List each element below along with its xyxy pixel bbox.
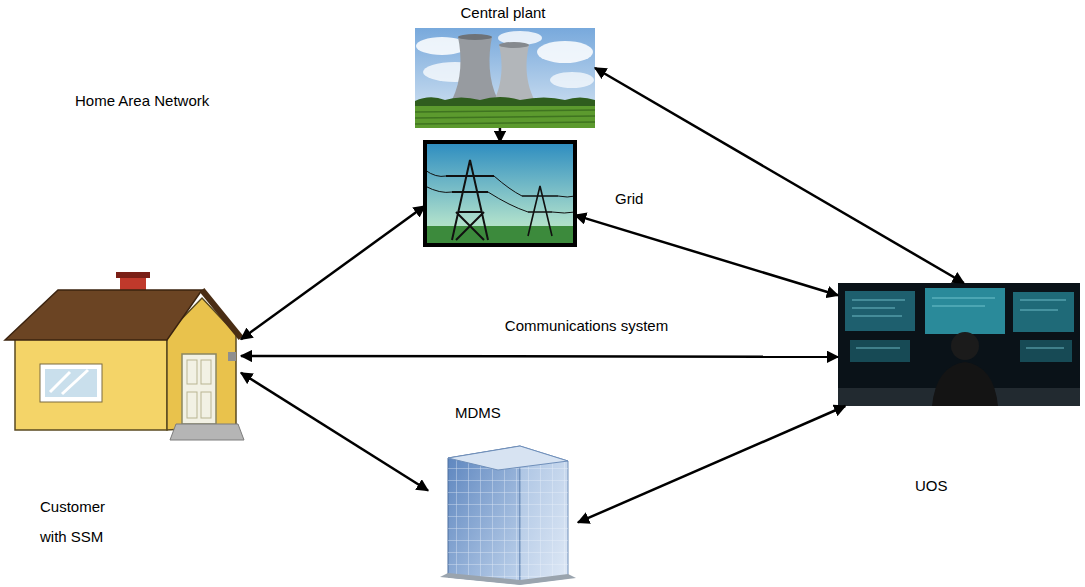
power-plant-picture-part: [415, 28, 595, 128]
house-picture: [5, 272, 244, 440]
power-plant-picture-part: [494, 45, 535, 101]
house-picture-part: [182, 354, 216, 424]
power-plant-picture: [415, 28, 595, 128]
house-picture-part: [170, 424, 244, 440]
power-plant-picture-part: [458, 34, 492, 40]
house-picture-part: [45, 369, 97, 397]
house-picture-part: [15, 334, 167, 430]
house-picture-part: [50, 370, 88, 394]
house-picture-part: [5, 290, 202, 340]
power-plant-picture-part: [550, 72, 594, 88]
operations-room-picture: [838, 283, 1080, 406]
operations-room-picture-part: [932, 362, 998, 406]
house-picture-part: [116, 272, 150, 278]
grid-picture-part: [522, 186, 558, 236]
customer-node: Customer with SSM: [5, 272, 241, 440]
connector-arrow: [578, 406, 845, 522]
connector-arrow: [241, 206, 425, 339]
connector-arrow: [241, 355, 838, 358]
annotation-label: Home Area Network: [75, 92, 209, 110]
arrowhead-def: [241, 68, 964, 522]
grid-picture: [425, 142, 575, 245]
power-plant-node: Central plant: [415, 28, 595, 128]
operations-room-picture-part: [1013, 292, 1074, 332]
mdms-node: MDMS: [428, 446, 578, 585]
grid-picture-part: [446, 160, 494, 240]
power-plant-picture-part: [499, 42, 529, 48]
connector-arrow: [575, 215, 838, 295]
house-picture-part: [187, 392, 197, 418]
power-plant-picture-part: [415, 106, 595, 128]
operations-room-picture-part: [845, 291, 915, 331]
house-picture-part: [202, 290, 241, 338]
operations-room-picture-part: [925, 288, 1005, 334]
grid-picture-part: [425, 170, 575, 213]
uos-node: UOS: [838, 283, 1080, 406]
house-picture-part: [187, 360, 197, 384]
house-picture-part: [40, 364, 102, 402]
grid-picture-part: [425, 142, 575, 245]
power-plant-picture-part: [452, 37, 498, 100]
building-picture: [440, 446, 576, 585]
node-label: Grid: [615, 190, 643, 208]
house-picture-part: [201, 360, 211, 384]
power-plant-picture-part: [415, 110, 595, 124]
node-label: MDMS: [455, 404, 501, 422]
house-picture-part: [228, 352, 236, 361]
connector-arrow: [499, 128, 502, 142]
operations-room-picture-part: [838, 283, 1080, 406]
operations-room-picture-part: [850, 340, 910, 362]
grid-picture-part: [425, 142, 575, 245]
connector-arrow: [241, 373, 428, 491]
operations-room-picture-part: [1020, 340, 1072, 362]
power-plant-picture-part: [537, 41, 593, 63]
connector-arrow: [595, 68, 964, 283]
node-label: UOS: [915, 477, 948, 495]
grid-node: Grid: [425, 142, 575, 245]
node-label: Central plant: [460, 4, 545, 22]
building-picture-part: [448, 446, 568, 470]
operations-room-picture-part: [951, 332, 979, 360]
building-picture-part: [440, 573, 576, 585]
connector-label: Communications system: [502, 317, 671, 335]
house-picture-part: [201, 392, 211, 418]
node-label: Customer with SSM: [40, 492, 132, 552]
